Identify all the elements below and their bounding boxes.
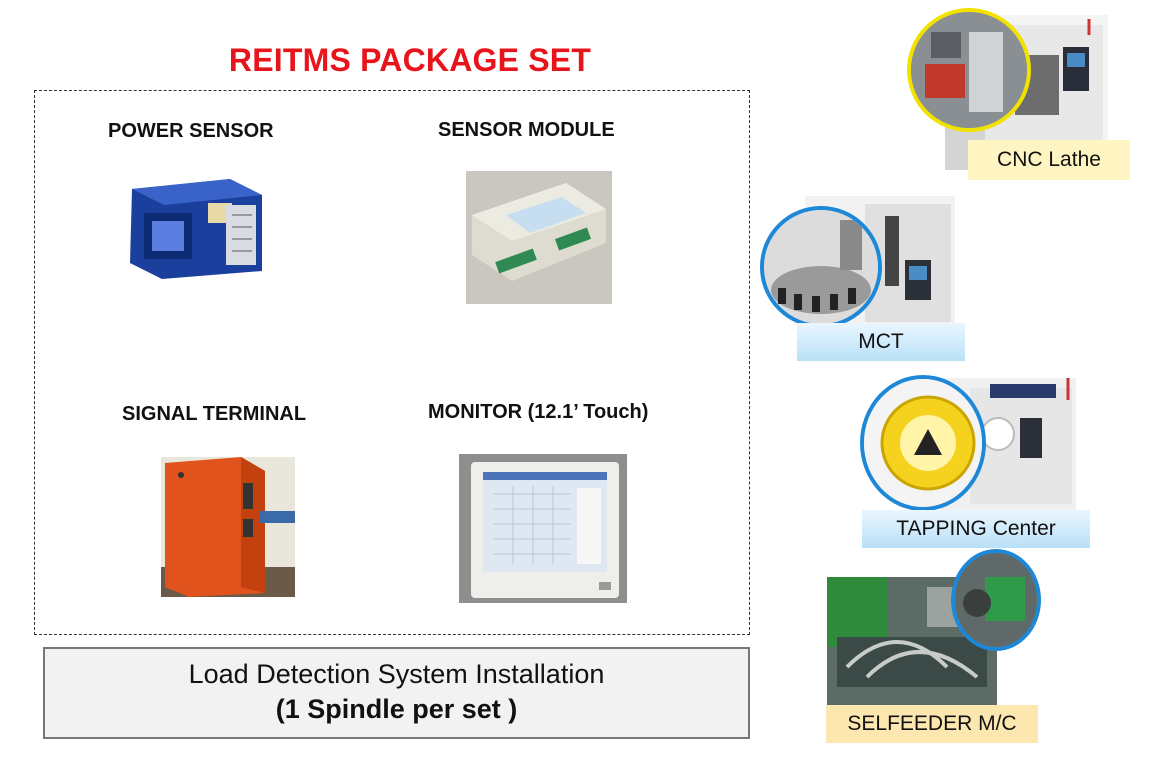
power-sensor-image: [122, 175, 270, 279]
tapping-center-detail-circle: [860, 375, 986, 511]
sensor-module-label: SENSOR MODULE: [438, 119, 615, 141]
page-title: REITMS PACKAGE SET: [228, 42, 592, 78]
selfeeder-image: [827, 577, 997, 705]
sensor-module-image: [466, 171, 612, 304]
mct-detail-circle: [760, 206, 882, 328]
cnc-lathe-detail-circle: [907, 8, 1031, 132]
selfeeder-detail-circle: [951, 549, 1041, 651]
mct-label: MCT: [797, 323, 965, 361]
cnc-lathe-label: CNC Lathe: [968, 140, 1130, 180]
installation-line1: Load Detection System Installation: [188, 659, 605, 689]
signal-terminal-label: SIGNAL TERMINAL: [122, 403, 307, 425]
tapping-center-label: TAPPING Center: [862, 510, 1090, 548]
selfeeder-label: SELFEEDER M/C: [826, 705, 1038, 743]
package-set-panel: [34, 90, 750, 635]
installation-note: Load Detection System Installation (1 Sp…: [43, 647, 750, 739]
monitor-label: MONITOR (12.1’ Touch): [428, 401, 649, 423]
installation-line2: (1 Spindle per set ): [275, 694, 518, 724]
power-sensor-label: POWER SENSOR: [108, 120, 274, 142]
signal-terminal-image: [161, 457, 295, 597]
monitor-image: [459, 454, 627, 603]
